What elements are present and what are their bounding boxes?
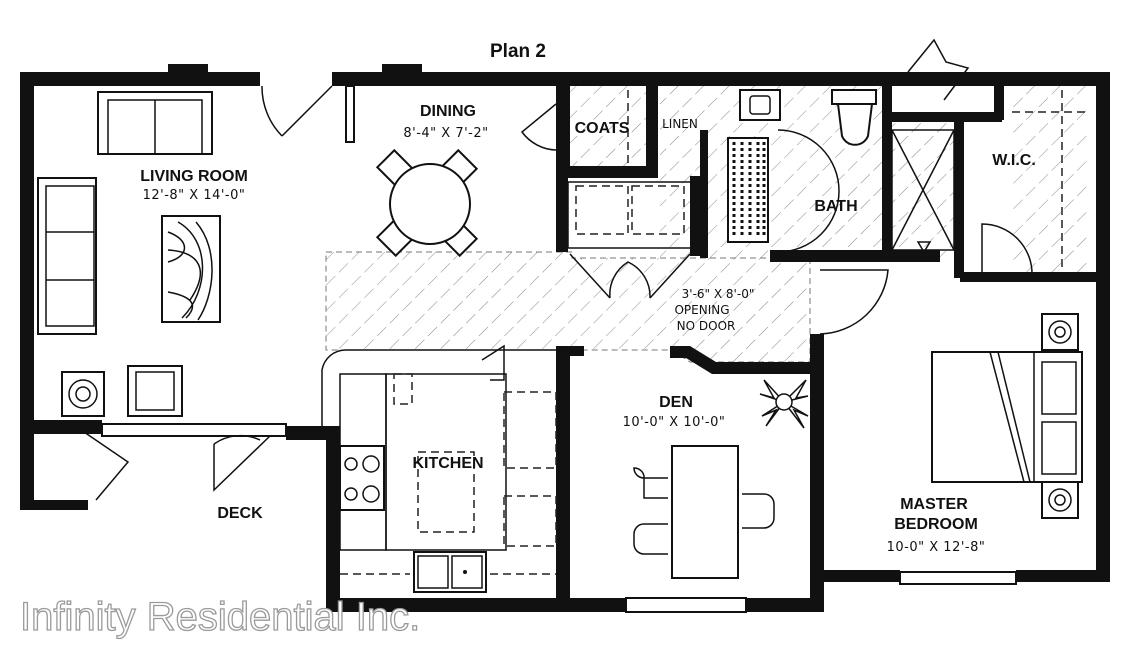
closets [567,90,1090,268]
kitchen-label: KITCHEN [412,455,483,472]
opening-label: OPENING [674,303,729,317]
coats-label: COATS [575,120,630,137]
living-room-dims: 12'-8" X 14'-0" [143,188,246,203]
kitchen-fixtures [321,344,557,593]
opening-dims: 3'-6" X 8'-0" [682,287,755,301]
linen-label: LINEN [662,117,698,131]
master-bedroom-label-line2: BEDROOM [894,516,978,533]
bath-label: BATH [814,198,857,215]
hatched-floor [325,86,1090,363]
master-bedroom-label-line1: MASTER [900,496,968,513]
den-dims: 10'-0" X 10'-0" [623,415,726,430]
watermark: Infinity Residential Inc. [20,595,420,639]
wic-label: W.I.C. [992,152,1036,169]
plan-title: Plan 2 [490,41,546,62]
living-room-furniture [37,91,221,417]
den-furniture [633,379,809,579]
labels: Plan 2 LIVING ROOM 12'-8" X 14'-0" DININ… [19,41,1036,640]
living-room-label: LIVING ROOM [140,168,248,185]
bedroom-furniture [931,313,1083,519]
plant-icon [759,379,809,429]
windows [101,423,1017,613]
doors [83,38,1033,501]
no-door-label: NO DOOR [677,319,736,333]
bath-fixtures [727,89,955,254]
den-label: DEN [659,394,693,411]
dining-table [375,148,479,258]
dining-dims: 8'-4" X 7'-2" [403,126,488,141]
master-bedroom-dims: 10-0" X 12'-8" [887,540,986,555]
dining-label: DINING [420,103,476,120]
walls [20,64,1110,612]
deck-label: DECK [217,505,263,522]
